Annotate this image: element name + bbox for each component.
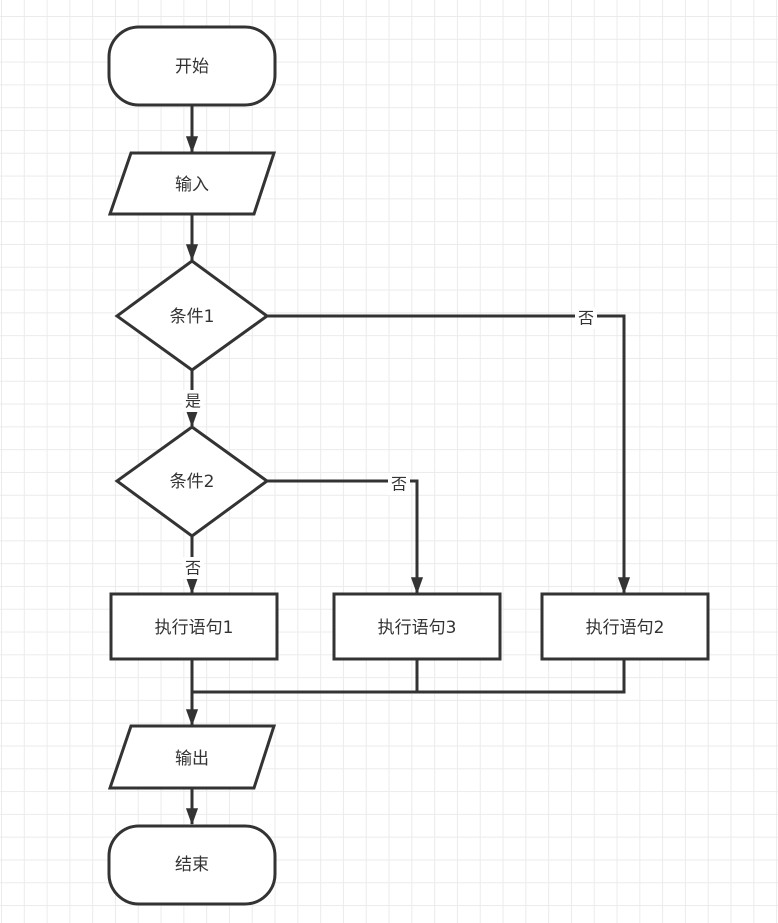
edge-label-cond1-no: 否 [578, 309, 594, 328]
node-start[interactable] [107, 25, 277, 107]
node-output[interactable] [107, 724, 277, 790]
node-cond1[interactable] [114, 259, 270, 372]
edge-cond1-to-stmt2 [267, 314, 631, 595]
node-input-label: 输入 [175, 175, 209, 195]
edge-label-cond2-no-right: 否 [391, 475, 407, 494]
node-stmt2-label: 执行语句2 [586, 618, 665, 638]
edge-label-yes: 是 [185, 392, 201, 411]
edge-label-cond2-no-down: 否 [185, 559, 201, 578]
node-end-label: 结束 [175, 855, 209, 875]
node-cond2[interactable] [114, 425, 270, 538]
node-stmt2[interactable] [540, 592, 710, 661]
edge-label-bg-yes [182, 390, 204, 412]
node-output-label: 输出 [175, 749, 209, 769]
node-cond1-label: 条件1 [170, 307, 215, 327]
node-stmt1[interactable] [109, 592, 279, 661]
edge-stmt3-merge [192, 659, 419, 694]
node-stmt1-label: 执行语句1 [155, 618, 234, 638]
edge-cond2-to-stmt3 [267, 479, 424, 595]
node-stmt3-label: 执行语句3 [378, 618, 457, 638]
node-end[interactable] [107, 824, 277, 906]
node-input[interactable] [107, 151, 277, 216]
edge-label-bg-cond1-no [575, 307, 597, 329]
node-start-label: 开始 [175, 57, 209, 77]
node-stmt3[interactable] [332, 592, 502, 661]
edge-label-bg-cond2-no-down [182, 557, 204, 579]
edge-stmt2-merge [417, 659, 626, 694]
node-cond2-label: 条件2 [170, 472, 215, 492]
edge-label-bg-cond2-no-right [388, 473, 410, 495]
